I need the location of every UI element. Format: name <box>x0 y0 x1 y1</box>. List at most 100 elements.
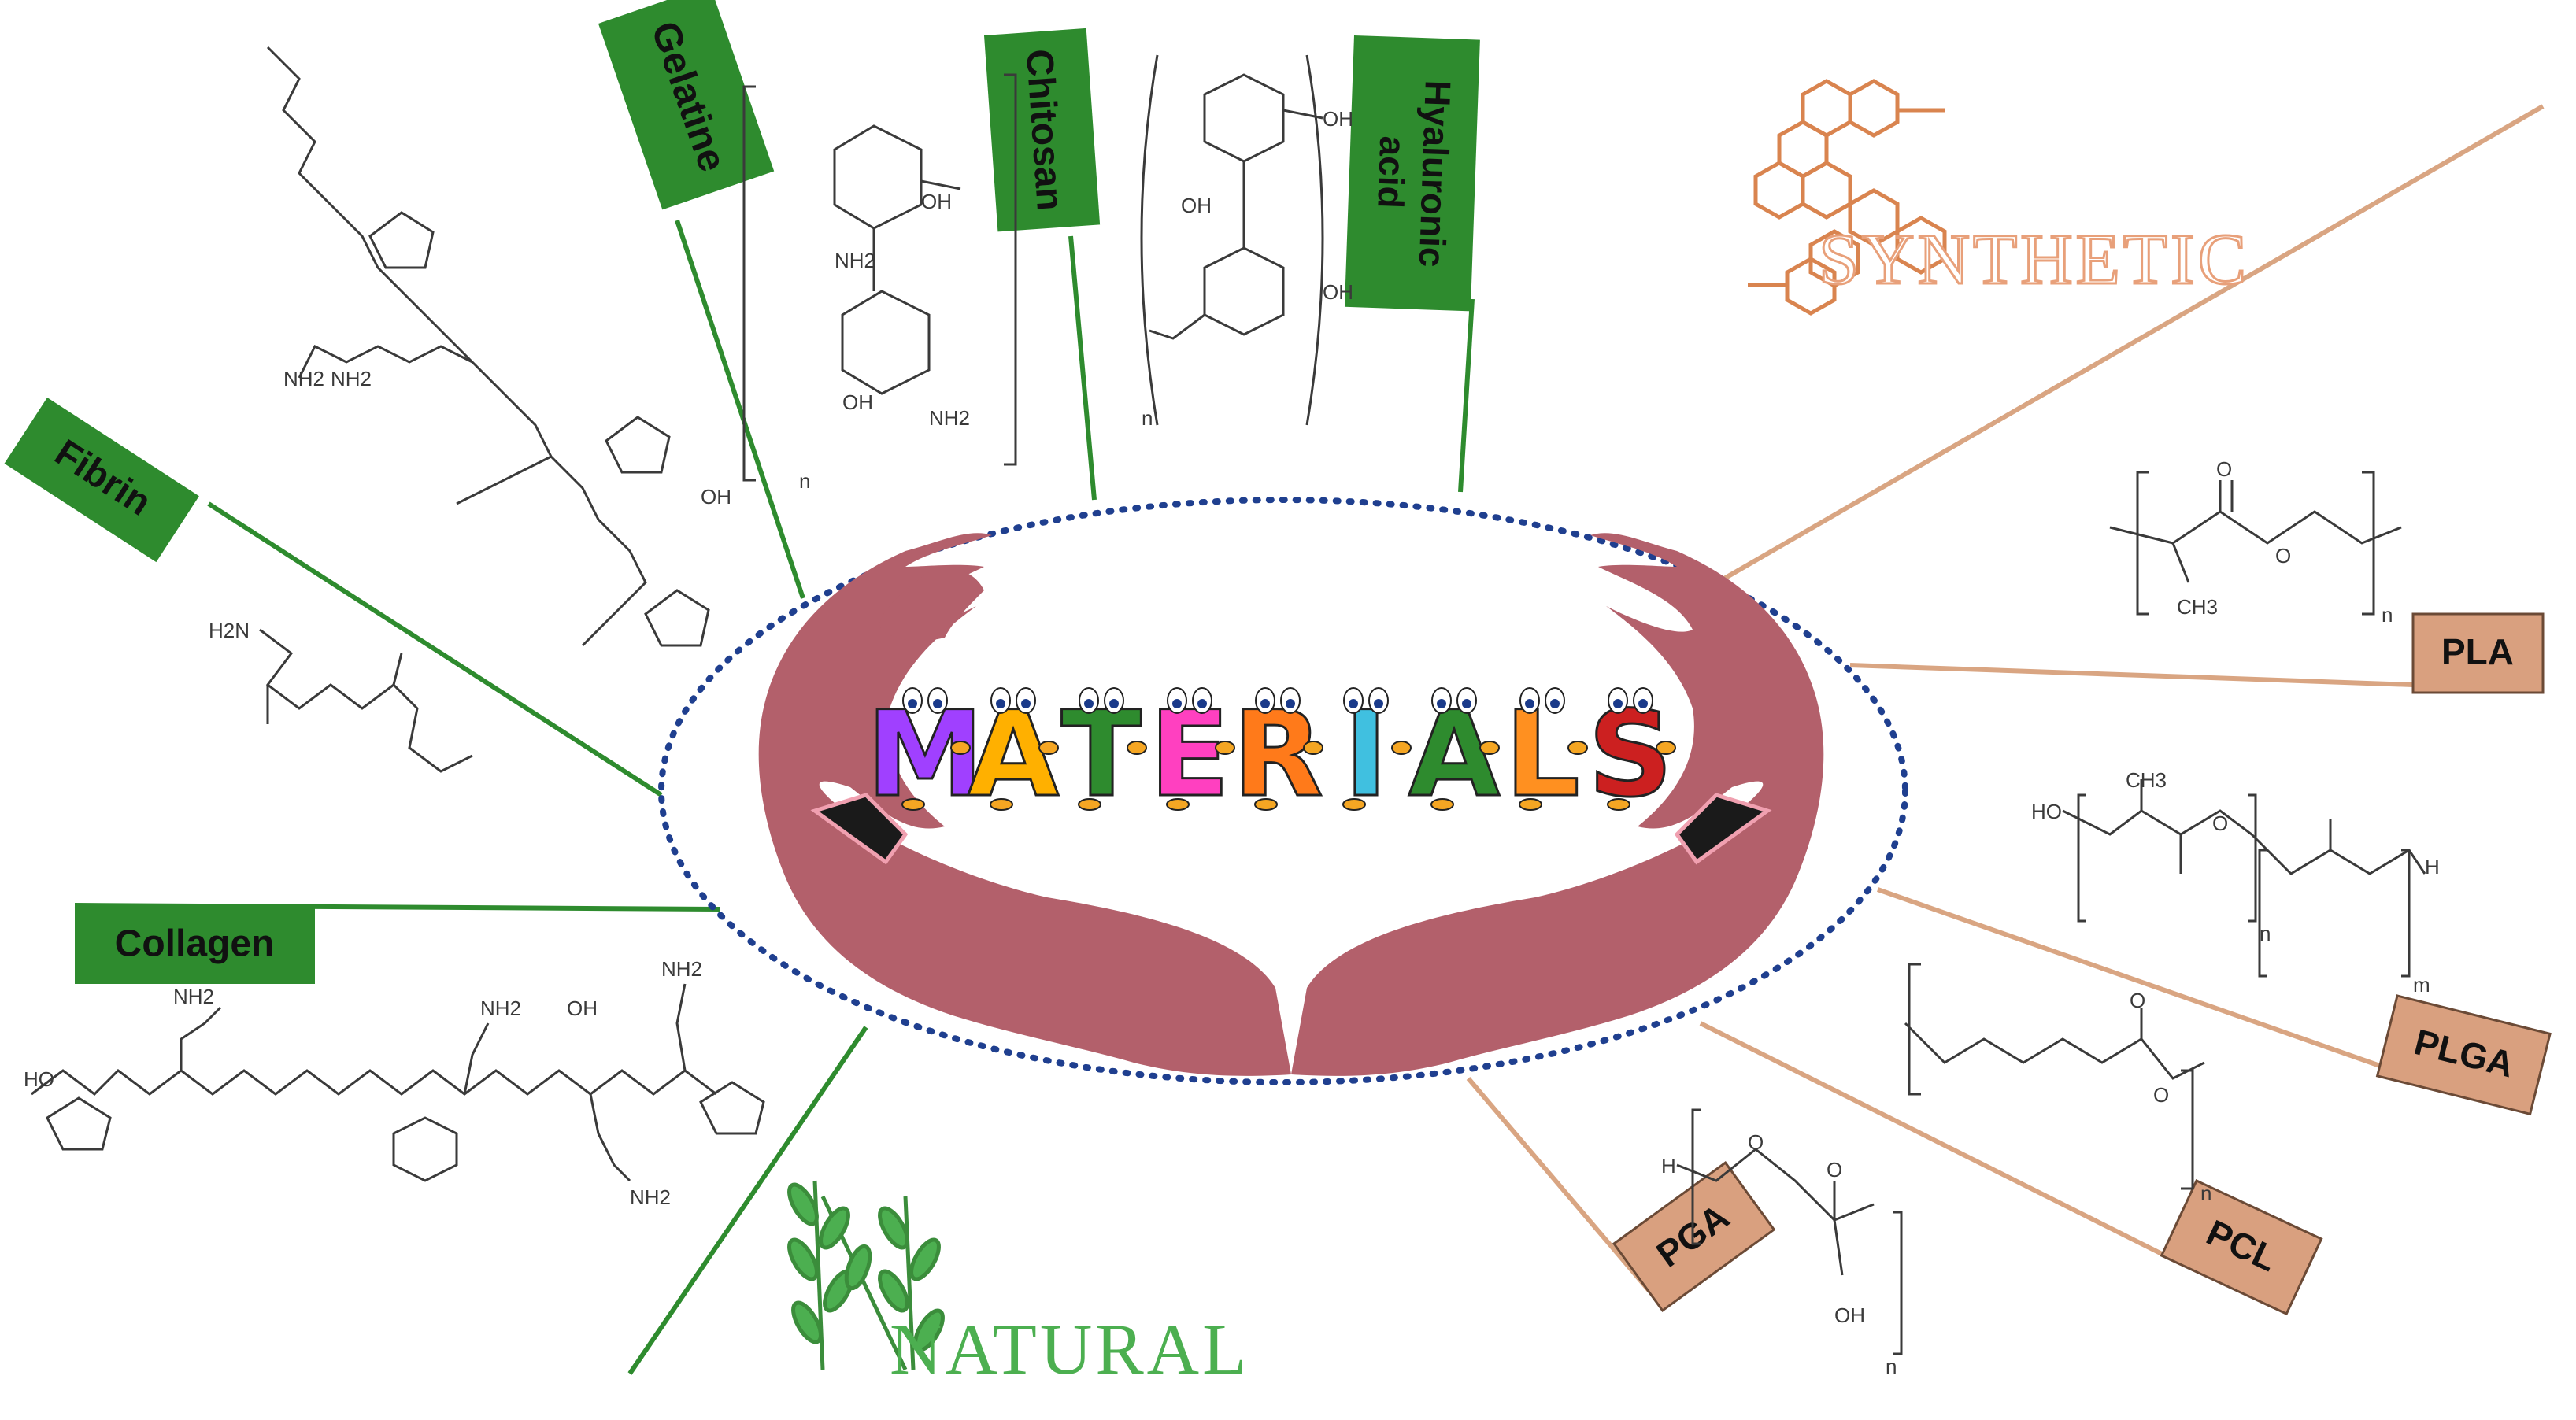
center-ellipse <box>658 497 1908 1085</box>
plga-h: H <box>2425 855 2440 878</box>
pcl-structure: O O n <box>1904 963 2211 1205</box>
fibrin-h2n: H2N <box>209 619 250 642</box>
hyaluronic-structure: OH OH OH n <box>1140 54 1353 430</box>
letter-foot <box>901 798 925 811</box>
letter-foot <box>1166 798 1190 811</box>
pcl-connector <box>1699 1021 2182 1266</box>
materials-letter: T <box>1061 686 1142 823</box>
materials-letter: E <box>1149 686 1230 823</box>
chitosan-n: n <box>799 469 810 493</box>
label-chitosan: Chitosan <box>984 28 1101 232</box>
pla-structure: O O CH3 n <box>2109 457 2402 627</box>
letter-foot <box>1430 798 1454 811</box>
collagen-nh2-4: NH2 <box>630 1185 671 1209</box>
gelatine-nh2-1: NH2 <box>283 367 324 390</box>
pga-structure: H O O OH n <box>1661 1108 1903 1378</box>
left-hand <box>758 533 1291 1076</box>
chitosan-nh2-1: NH2 <box>835 249 875 272</box>
plga-n: n <box>2260 922 2271 945</box>
letter-pupil <box>933 699 942 708</box>
letter-pupil <box>1613 699 1623 708</box>
label-pla-text: PLA <box>2441 631 2514 672</box>
letter-hand <box>950 741 971 755</box>
letter-pupil <box>1260 699 1270 708</box>
natural-heading: NATURAL <box>890 1309 1249 1389</box>
label-plga: PLGA <box>2375 994 2552 1116</box>
letter-foot <box>990 798 1013 811</box>
plga-m: m <box>2413 973 2430 997</box>
fibrin-structure: H2N <box>209 619 473 773</box>
letter-hand <box>1391 741 1412 755</box>
synthetic-logo-icon <box>1748 79 1947 316</box>
right-hand <box>1291 533 1824 1076</box>
letter-foot <box>1078 798 1101 811</box>
fibrin-connector <box>207 501 663 797</box>
collagen-oh: OH <box>567 997 598 1020</box>
letter-hand <box>1656 741 1676 755</box>
pga-o: O <box>1748 1130 1764 1154</box>
label-pla: PLA <box>2411 612 2545 694</box>
hyaluronic-oh-1: OH <box>1323 107 1353 131</box>
pga-o-2: O <box>1827 1158 1842 1181</box>
letter-foot <box>1607 798 1630 811</box>
label-fibrin: Fibrin <box>4 398 199 563</box>
letter-hand <box>1479 741 1500 755</box>
plga-ch3: CH3 <box>2126 768 2167 792</box>
chitosan-connector <box>1068 235 1097 501</box>
letter-pupil <box>1525 699 1534 708</box>
synthetic-heading: SYNTHETIC <box>1819 219 2249 299</box>
pla-o-2: O <box>2275 544 2291 568</box>
letter-pupil <box>1021 699 1031 708</box>
chitosan-oh-2: OH <box>842 390 873 414</box>
chitosan-nh2-2: NH2 <box>929 406 970 430</box>
plga-structure: HO CH3 O H n m <box>2031 768 2440 997</box>
right-thumbnail <box>1674 793 1772 865</box>
collagen-nh2-1: NH2 <box>173 985 214 1008</box>
pla-connector <box>1849 663 2414 687</box>
pga-oh: OH <box>1834 1304 1865 1327</box>
natural-connector <box>627 1026 868 1375</box>
gelatine-nh2-2: NH2 <box>331 367 372 390</box>
letter-pupil <box>1462 699 1471 708</box>
pcl-o-2: O <box>2153 1083 2169 1107</box>
label-gelatine: Gelatine <box>598 0 775 210</box>
plga-connector <box>1877 887 2394 1073</box>
hyaluronic-oh-3: OH <box>1323 280 1353 304</box>
pla-o-1: O <box>2216 457 2232 481</box>
plga-ho: HO <box>2031 800 2062 823</box>
letter-pupil <box>1550 699 1560 708</box>
letter-pupil <box>1172 699 1182 708</box>
materials-letter: L <box>1505 686 1580 823</box>
letter-hand <box>1038 741 1059 755</box>
label-hyaluronic: Hyaluronic acid <box>1344 35 1480 312</box>
pga-h: H <box>1661 1154 1676 1178</box>
materials-letter: M <box>866 686 983 823</box>
collagen-nh2-3: NH2 <box>661 957 702 981</box>
label-pcl: PCL <box>2160 1179 2323 1316</box>
hyaluronic-n: n <box>1142 406 1153 430</box>
letter-foot <box>1342 798 1366 811</box>
letter-hand <box>1567 741 1588 755</box>
letter-hand <box>1215 741 1235 755</box>
label-hyaluronic-text-1: Hyaluronic <box>1412 80 1459 268</box>
letter-pupil <box>1197 699 1207 708</box>
gelatine-connector <box>675 220 805 599</box>
label-collagen-text: Collagen <box>115 923 275 965</box>
materials-letter: A <box>968 686 1059 823</box>
letter-foot <box>1254 798 1278 811</box>
collagen-structure: HO NH2 NH2 OH NH2 NH2 <box>24 957 765 1209</box>
letter-pupil <box>1084 699 1094 708</box>
materials-letter: A <box>1408 686 1500 823</box>
letter-pupil <box>996 699 1005 708</box>
letter-hand <box>1127 741 1147 755</box>
chitosan-oh-1: OH <box>921 190 952 213</box>
pga-n: n <box>1886 1355 1897 1378</box>
hyaluronic-oh-2: OH <box>1181 194 1212 217</box>
letter-pupil <box>1437 699 1446 708</box>
chitosan-structure: OH NH2 OH NH2 n <box>742 73 1017 493</box>
natural-leaf-icon <box>787 1180 945 1371</box>
synthetic-connector <box>1723 104 2545 581</box>
letter-pupil <box>1638 699 1648 708</box>
collagen-nh2-2: NH2 <box>480 997 521 1020</box>
